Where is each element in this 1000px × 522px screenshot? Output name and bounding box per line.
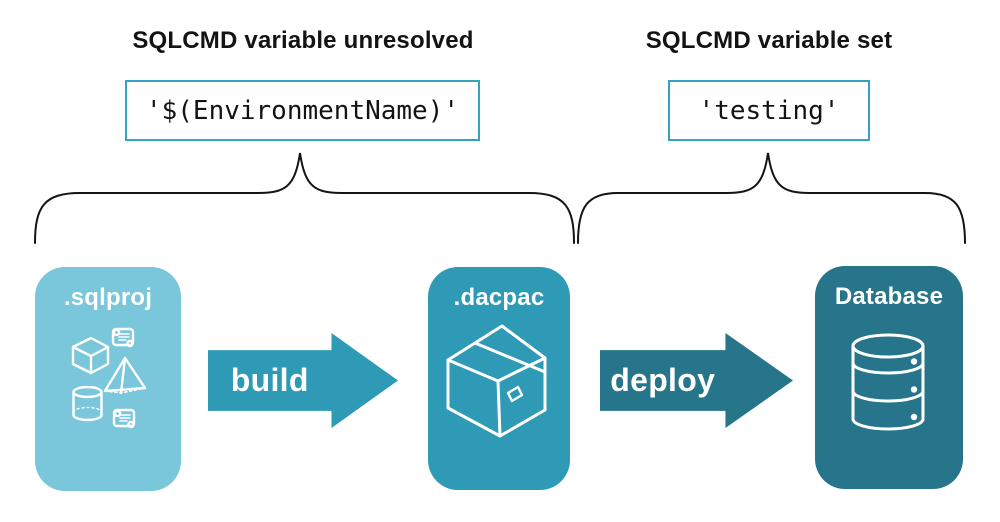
stage-sqlproj: .sqlproj	[35, 267, 181, 491]
unresolved-code-box: '$(EnvironmentName)'	[125, 80, 480, 141]
right-brace-icon	[577, 152, 966, 244]
stage-dacpac-label: .dacpac	[453, 284, 545, 311]
stage-sqlproj-label: .sqlproj	[63, 284, 153, 311]
unresolved-code-text: '$(EnvironmentName)'	[145, 95, 460, 126]
deploy-arrow: deploy	[600, 333, 793, 428]
database-dots	[910, 358, 918, 421]
database-icon	[851, 333, 925, 431]
left-brace-icon	[34, 152, 575, 244]
build-arrow-label: build	[230, 362, 309, 398]
set-title: SQLCMD variable set	[645, 27, 893, 54]
unresolved-title: SQLCMD variable unresolved	[132, 27, 474, 54]
stage-dacpac: .dacpac	[428, 267, 570, 490]
build-arrow: build	[208, 333, 398, 428]
set-code-box: 'testing'	[668, 80, 870, 141]
deploy-arrow-label: deploy	[610, 362, 716, 398]
stage-database-label: Database	[834, 283, 944, 310]
stage-database: Database	[815, 266, 963, 489]
braces-graphic	[34, 152, 966, 244]
sql-objects-icon	[71, 327, 147, 429]
package-icon	[446, 324, 547, 438]
set-code-text: 'testing'	[698, 95, 840, 126]
